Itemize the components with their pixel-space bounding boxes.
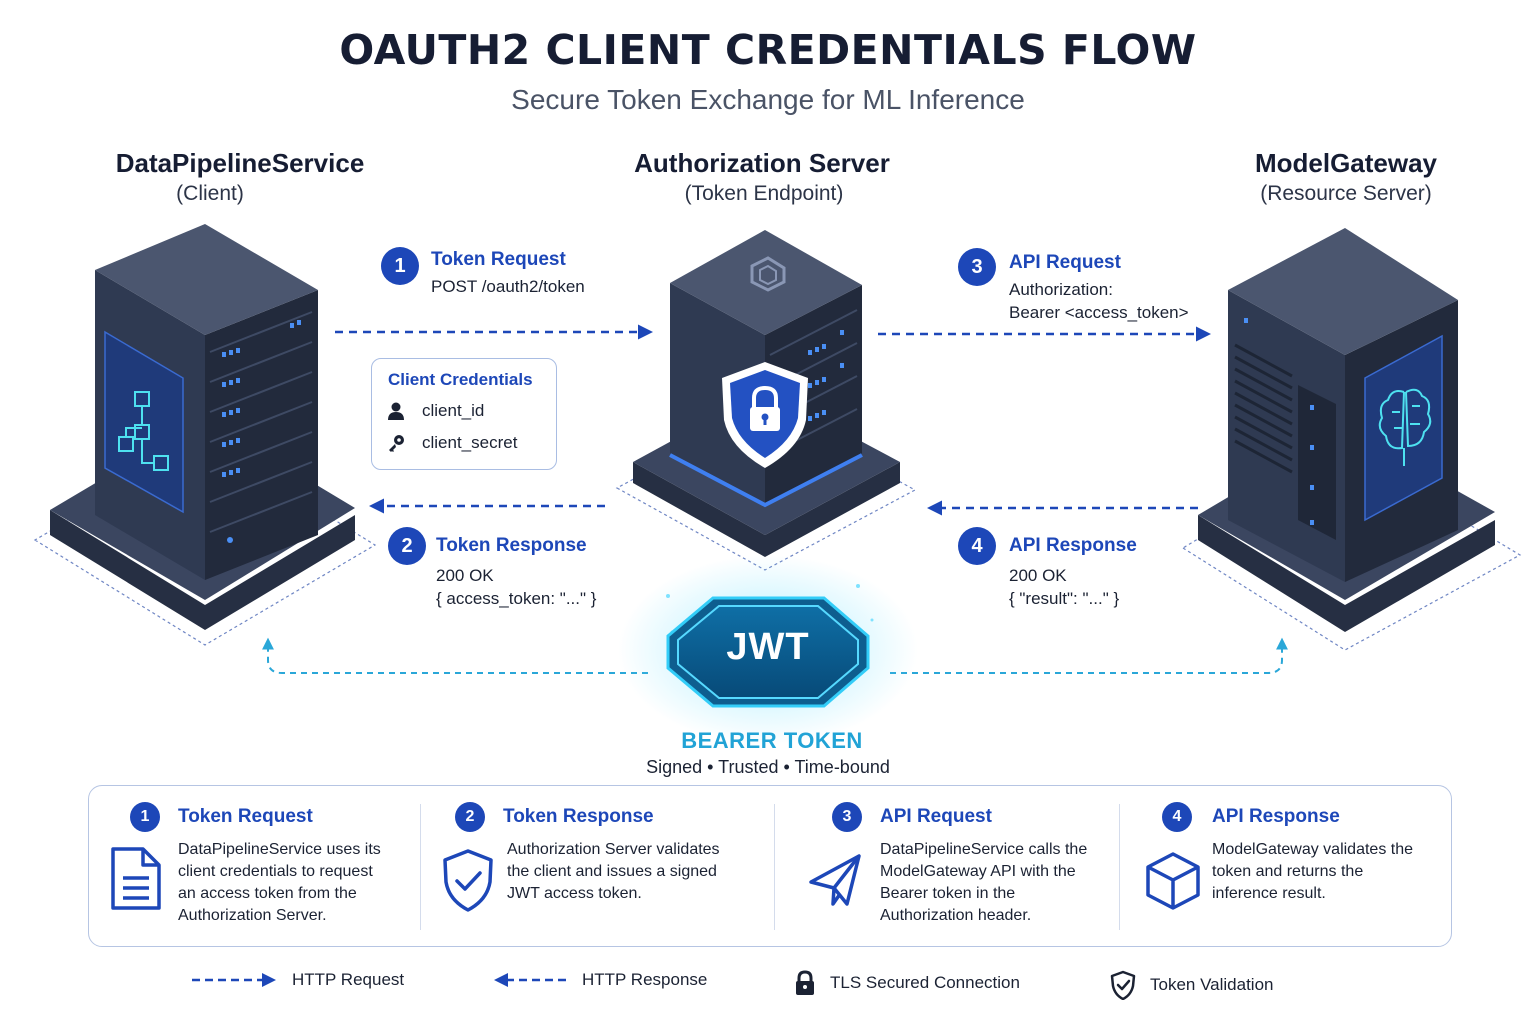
step-2-body: { access_token: "..." }	[436, 589, 597, 608]
diagram-title: OAUTH2 CLIENT CREDENTIALS FLOW	[339, 26, 1197, 74]
step-1-detail: POST /oauth2/token	[431, 277, 585, 296]
client-secret-label: client_secret	[422, 433, 518, 452]
step-3-bearer: Bearer <access_token>	[1009, 303, 1189, 322]
step-4-body: { "result": "..." }	[1009, 589, 1120, 608]
step-3-title: API Request	[1009, 252, 1121, 273]
legend-token-validation-label: Token Validation	[1150, 975, 1274, 994]
legend-http-request-label: HTTP Request	[292, 970, 405, 989]
legend-http-request: HTTP Request	[190, 970, 404, 990]
step-1-title: Token Request	[431, 249, 566, 270]
jwt-token-badge	[666, 596, 870, 708]
legend-token-validation: Token Validation	[1110, 970, 1274, 1000]
legend-tls: TLS Secured Connection	[794, 970, 1020, 996]
cube-icon	[1146, 852, 1200, 910]
step-3-header: Authorization:	[1009, 280, 1113, 299]
dashed-arrow-left-icon	[494, 973, 566, 987]
step-4-title: API Response	[1009, 535, 1137, 556]
jwt-label: JWT	[726, 626, 810, 668]
shield-check-icon	[443, 849, 493, 912]
diagram-subtitle: Secure Token Exchange for ML Inference	[511, 84, 1025, 115]
step-2-title: Token Response	[436, 535, 587, 556]
client-id-label: client_id	[422, 401, 485, 420]
summary-step-1: 1 Token Request DataPipelineService uses…	[89, 786, 419, 948]
step-1-badge: 1	[381, 247, 419, 285]
summary-step-4-title: API Response	[1212, 806, 1340, 827]
client-secret-row: client_secret	[386, 433, 517, 453]
legend-http-response-label: HTTP Response	[582, 970, 708, 989]
steps-summary-panel: 1 Token Request DataPipelineService uses…	[88, 785, 1452, 947]
legend-tls-label: TLS Secured Connection	[830, 973, 1020, 992]
dashed-arrow-right-icon	[192, 973, 276, 987]
bearer-token-caption: BEARER TOKEN	[681, 728, 863, 753]
summary-step-4: 4 API Response ModelGateway validates th…	[1120, 786, 1453, 948]
step-4-badge: 4	[958, 527, 996, 565]
key-icon	[389, 435, 404, 452]
summary-step-3-title: API Request	[880, 806, 992, 827]
user-icon	[388, 402, 404, 420]
step-3-badge: 3	[958, 248, 996, 286]
summary-step-2-badge: 2	[455, 802, 485, 832]
resource-name: ModelGateway	[1254, 148, 1438, 178]
document-icon	[111, 847, 161, 910]
token-to-client-path	[262, 637, 648, 674]
legend-http-response: HTTP Response	[492, 970, 707, 990]
client-credentials-box: Client Credentials client_id client_secr…	[371, 358, 557, 470]
resource-role: (Resource Server)	[1260, 182, 1432, 205]
lock-icon	[796, 970, 814, 995]
authorization-server-icon	[615, 230, 917, 571]
step-2-badge: 2	[388, 527, 426, 565]
summary-step-1-title: Token Request	[178, 806, 313, 827]
client-id-row: client_id	[386, 401, 484, 421]
summary-step-3-badge: 3	[832, 802, 862, 832]
shield-check-icon	[1110, 970, 1136, 1000]
paper-plane-icon	[809, 854, 861, 906]
auth-name: Authorization Server	[634, 148, 890, 178]
client-server-icon	[33, 224, 377, 646]
step-4-status: 200 OK	[1009, 566, 1067, 585]
summary-step-1-badge: 1	[130, 802, 160, 832]
summary-step-3: 3 API Request DataPipelineService calls …	[775, 786, 1119, 948]
bearer-token-sub: Signed • Trusted • Time-bound	[646, 757, 890, 777]
summary-step-2: 2 Token Response Authorization Server va…	[421, 786, 774, 948]
resource-server-icon	[1181, 228, 1522, 651]
client-role: (Client)	[176, 182, 244, 205]
step-2-status: 200 OK	[436, 566, 494, 585]
summary-step-2-title: Token Response	[503, 806, 654, 827]
client-name: DataPipelineService	[115, 148, 365, 178]
token-to-gateway-path	[890, 637, 1288, 674]
client-credentials-title: Client Credentials	[388, 370, 533, 389]
summary-step-4-badge: 4	[1162, 802, 1192, 832]
auth-role: (Token Endpoint)	[684, 182, 844, 205]
